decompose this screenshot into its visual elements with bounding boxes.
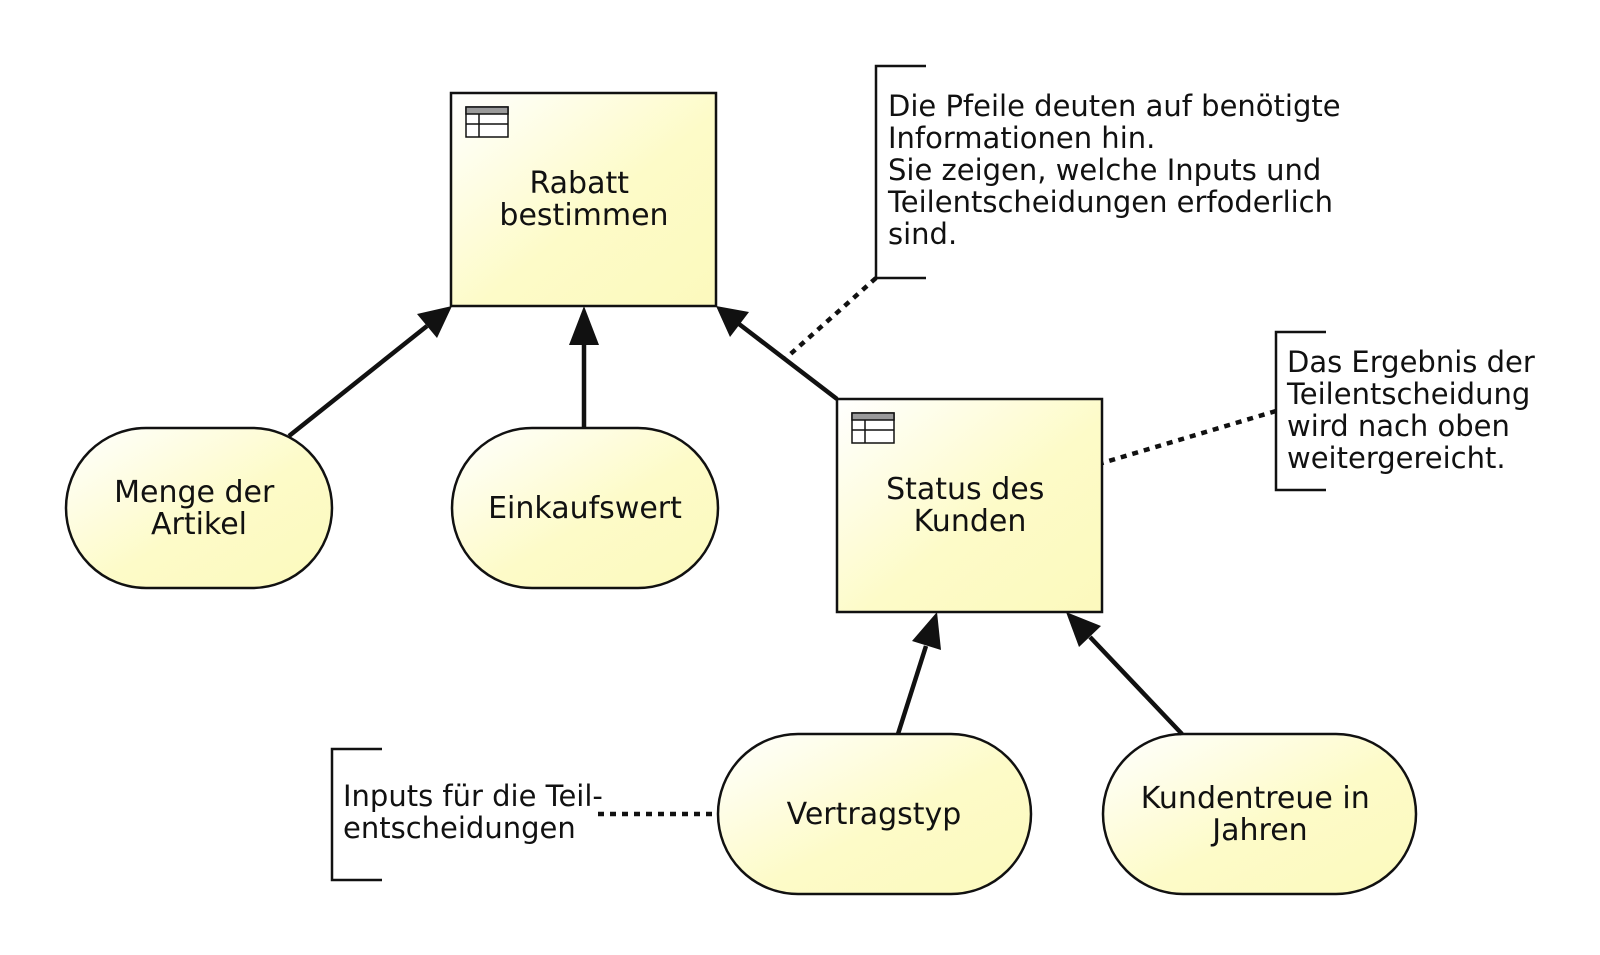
association-pfeile-to-arrow[interactable]	[784, 276, 878, 360]
decision-status-label: Status des Kunden	[886, 472, 1054, 539]
annotation-ergebnis-text: Das Ergebnis der Teilentscheidung wird n…	[1286, 345, 1544, 475]
input-einkaufswert-label: Einkaufswert	[488, 491, 682, 526]
decision-rabatt-line-2: bestimmen	[499, 198, 668, 233]
arrow-vertragstyp-to-status[interactable]	[895, 612, 941, 735]
decision-status-line-1: Status des	[886, 472, 1044, 507]
input-einkaufswert[interactable]: Einkaufswert	[450, 426, 720, 590]
input-vertragstyp-label: Vertragstyp	[787, 797, 962, 832]
annotation-pfeile-line-2: Informationen hin.	[888, 121, 1155, 155]
arrow-status-to-rabatt[interactable]	[716, 306, 839, 401]
input-kundentreue-label: Kundentreue in Jahren	[1141, 781, 1380, 848]
input-menge-line-1: Menge der	[114, 475, 275, 510]
annotation-inputs[interactable]: Inputs für die Teil- entscheidungen	[330, 747, 612, 882]
arrow-kundentreue-to-status[interactable]	[1066, 612, 1184, 736]
association-ergebnis-to-status[interactable]	[1101, 408, 1277, 466]
input-menge-label: Menge der Artikel	[114, 475, 284, 542]
input-vertragstyp[interactable]: Vertragstyp	[716, 732, 1033, 896]
annotation-inputs-line-1: Inputs für die Teil-	[343, 779, 603, 813]
input-menge-line-2: Artikel	[151, 507, 247, 542]
decision-table-icon	[851, 412, 895, 444]
associations	[598, 276, 1277, 817]
arrow-einkaufswert-to-rabatt[interactable]	[569, 306, 599, 428]
annotation-ergebnis-line-1: Das Ergebnis der	[1287, 345, 1535, 379]
input-vertragstyp-line-1: Vertragstyp	[787, 797, 962, 832]
information-requirements	[287, 306, 1184, 736]
decision-table-icon	[465, 106, 509, 138]
annotation-pfeile[interactable]: Die Pfeile deuten auf benötigte Informat…	[874, 64, 1350, 280]
input-kundentreue-in-jahren[interactable]: Kundentreue in Jahren	[1101, 732, 1418, 896]
decision-status-des-kunden[interactable]: Status des Kunden	[835, 397, 1104, 614]
annotation-inputs-line-2: entscheidungen	[343, 811, 576, 845]
input-kundentreue-line-1: Kundentreue in	[1141, 781, 1370, 816]
arrow-menge-to-rabatt[interactable]	[287, 306, 452, 438]
input-einkaufswert-line-1: Einkaufswert	[488, 491, 682, 526]
annotation-pfeile-line-3: Sie zeigen, welche Inputs und	[888, 153, 1321, 187]
decision-rabatt-label: Rabatt bestimmen	[499, 166, 668, 233]
decision-rabatt-line-1: Rabatt	[529, 166, 629, 201]
annotation-ergebnis-line-3: wird nach oben	[1287, 409, 1510, 443]
annotation-pfeile-line-5: sind.	[888, 217, 957, 251]
input-kundentreue-line-2: Jahren	[1210, 813, 1307, 848]
annotation-ergebnis-line-2: Teilentscheidung	[1286, 377, 1530, 411]
annotation-ergebnis[interactable]: Das Ergebnis der Teilentscheidung wird n…	[1274, 330, 1544, 492]
annotation-ergebnis-line-4: weitergereicht.	[1287, 441, 1506, 475]
decision-status-line-2: Kunden	[914, 504, 1027, 539]
annotation-inputs-text: Inputs für die Teil- entscheidungen	[343, 779, 612, 845]
annotation-pfeile-line-1: Die Pfeile deuten auf benötigte	[888, 89, 1341, 123]
annotation-pfeile-line-4: Teilentscheidungen erfoderlich	[887, 185, 1333, 219]
input-menge-der-artikel[interactable]: Menge der Artikel	[64, 426, 334, 590]
decision-rabatt-bestimmen[interactable]: Rabatt bestimmen	[449, 91, 718, 308]
annotation-pfeile-text: Die Pfeile deuten auf benötigte Informat…	[887, 89, 1350, 251]
